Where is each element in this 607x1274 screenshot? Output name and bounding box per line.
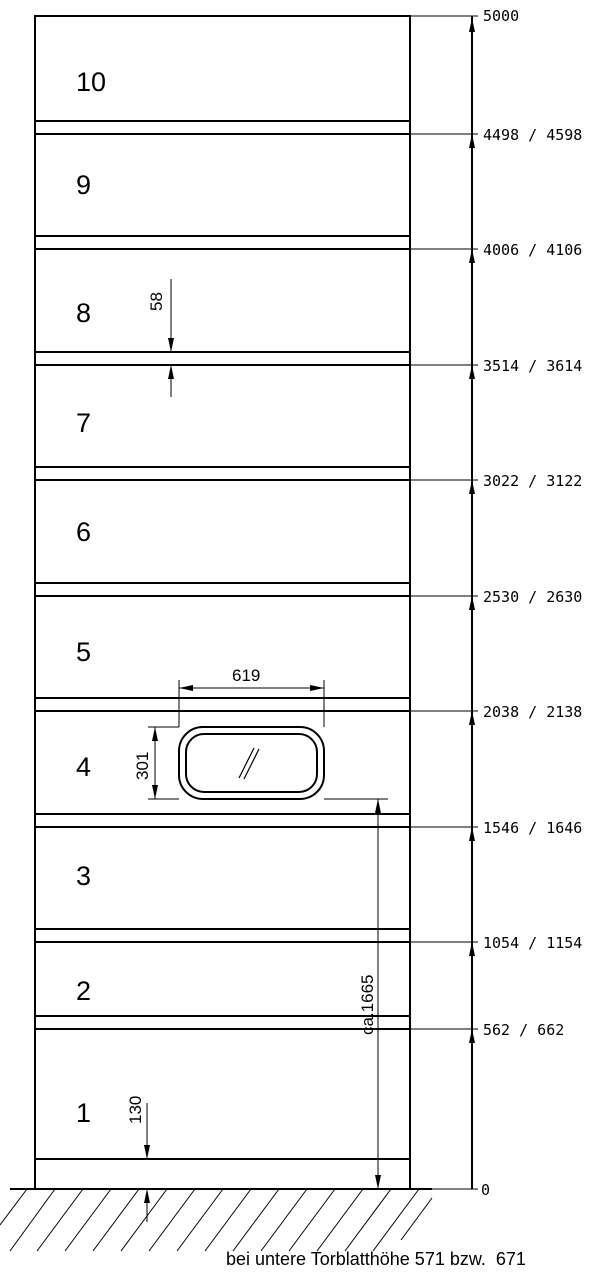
- caption: bei untere Torblatthöhe 571 bzw. 671: [226, 1249, 526, 1269]
- joint-level-label: 4006 / 4106: [483, 241, 582, 259]
- section-label: 5: [76, 637, 91, 667]
- section-label: 3: [76, 861, 91, 891]
- window-sill-height-dimension: ca.1665: [324, 798, 388, 1189]
- section-label: 4: [76, 752, 91, 782]
- section-labels: 10 9 8 7 6 5 4 3 2 1: [76, 67, 106, 1128]
- level-extension-lines: [410, 15, 478, 1190]
- joint-level-label: 1054 / 1154: [483, 934, 582, 952]
- level-dimension-line: [469, 16, 475, 1189]
- section-label: 10: [76, 67, 106, 97]
- joint-height-label: 58: [147, 292, 166, 311]
- window-pane: [178, 726, 325, 800]
- joint-height-dimension: 58: [147, 279, 174, 397]
- joint-level-label: 2038 / 2138: [483, 703, 582, 721]
- section-label: 6: [76, 517, 91, 547]
- level-labels: 5000 4498 / 4598 4006 / 4106 3514 / 3614…: [481, 7, 582, 1199]
- door-outline: [34, 15, 411, 1190]
- window-height-dimension: 301: [133, 726, 179, 800]
- window-width-dimension: 619: [178, 666, 325, 727]
- joint-level-label: 2530 / 2630: [483, 588, 582, 606]
- section-label: 7: [76, 408, 91, 438]
- section-label: 1: [76, 1098, 91, 1128]
- joint-level-label: 562 / 662: [483, 1021, 564, 1039]
- ground-level-label: 0: [481, 1181, 490, 1199]
- joint-level-label: 3022 / 3122: [483, 472, 582, 490]
- window-height-label: 301: [133, 752, 152, 780]
- section-label: 8: [76, 298, 91, 328]
- window-sill-height-label: ca.1665: [358, 975, 377, 1036]
- bottom-section-label: 130: [126, 1096, 145, 1124]
- ground-hatch: [0, 1188, 433, 1252]
- joint-level-label: 1546 / 1646: [483, 819, 582, 837]
- panel-joints: [35, 120, 410, 1160]
- section-label: 2: [76, 976, 91, 1006]
- joint-level-label: 4498 / 4598: [483, 126, 582, 144]
- joint-level-label: 3514 / 3614: [483, 357, 582, 375]
- section-label: 9: [76, 170, 91, 200]
- window-width-label: 619: [232, 666, 260, 685]
- top-level-label: 5000: [483, 7, 519, 25]
